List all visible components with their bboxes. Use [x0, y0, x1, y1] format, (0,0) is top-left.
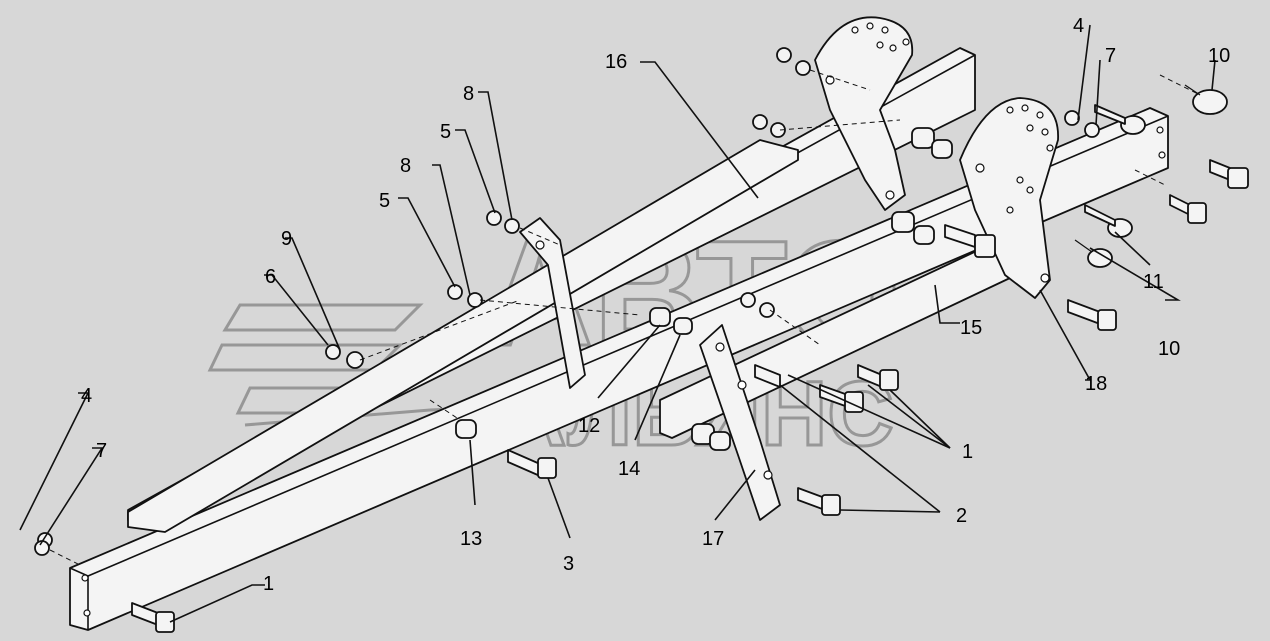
callout-4-right: 4 — [1073, 15, 1084, 37]
front-beam — [69, 107, 1169, 631]
callout-8-lower: 8 — [400, 155, 411, 177]
callout-1-bottom: 1 — [263, 573, 274, 595]
bushing-14 — [673, 317, 693, 335]
bushing-12 — [649, 307, 671, 327]
callout-13: 13 — [460, 528, 482, 550]
callout-10-top: 10 — [1208, 45, 1230, 67]
bushing-13 — [455, 419, 477, 439]
callout-7-right: 7 — [1105, 45, 1116, 67]
perforated-plate-top — [814, 16, 914, 211]
callout-7-left: 7 — [96, 440, 107, 462]
callout-12: 12 — [578, 415, 600, 437]
callout-2: 2 — [956, 505, 967, 527]
nuts-washers — [34, 47, 1100, 556]
bracket-left — [519, 217, 586, 389]
callout-labels: 1 1 2 3 4 4 5 5 6 7 7 8 8 9 10 10 11 12 … — [81, 15, 1230, 595]
callout-11: 11 — [1143, 271, 1164, 293]
callout-18: 18 — [1085, 373, 1107, 395]
callout-10-bottom: 10 — [1158, 338, 1180, 360]
callout-3: 3 — [563, 553, 574, 575]
callout-5-lower: 5 — [379, 190, 390, 212]
assembly-dash-lines — [49, 69, 1201, 566]
bushing-upper-pair — [691, 127, 953, 451]
callout-8-upper: 8 — [463, 83, 474, 105]
bolts — [131, 159, 1249, 633]
leader-lines — [19, 24, 1216, 623]
callout-4-left: 4 — [81, 385, 92, 407]
pins-rings — [1074, 84, 1228, 268]
top-strip — [127, 139, 799, 533]
callout-16: 16 — [605, 51, 627, 73]
callout-9: 9 — [281, 228, 292, 250]
callout-1-right: 1 — [962, 441, 973, 463]
callout-15: 15 — [960, 317, 982, 339]
callout-6: 6 — [265, 266, 276, 288]
perforated-plate-bottom — [959, 97, 1059, 299]
callout-14: 14 — [618, 458, 640, 480]
bracket-right — [699, 324, 781, 521]
callout-5-upper: 5 — [440, 121, 451, 143]
callout-17: 17 — [702, 528, 724, 550]
